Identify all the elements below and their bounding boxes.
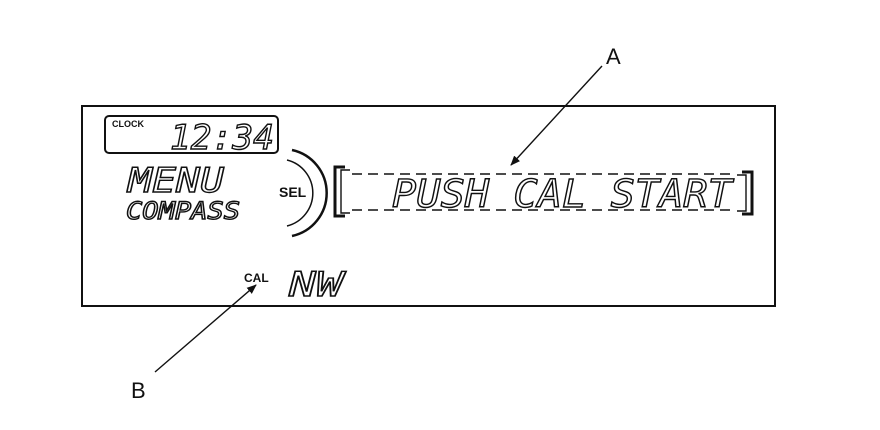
menu-text: MENU	[127, 161, 225, 201]
left-bracket-inner	[340, 169, 350, 214]
clock-time: 12:34	[170, 118, 274, 158]
callout-a-leader	[510, 65, 603, 166]
right-bracket	[742, 170, 754, 216]
display-panel	[81, 105, 776, 307]
clock-box	[104, 115, 279, 154]
callout-a-label: A	[606, 44, 621, 69]
sel-button[interactable]: SEL	[279, 148, 328, 238]
sel-label: SEL	[279, 184, 307, 200]
sel-arc-inner	[286, 159, 314, 227]
message-text: PUSH CAL START	[392, 172, 734, 216]
compass-heading: NW	[288, 265, 347, 305]
sel-arc-outer	[291, 148, 328, 238]
callout-b-label: B	[131, 378, 146, 403]
message-field	[333, 165, 754, 218]
cal-label: CAL	[244, 271, 269, 285]
compass-text: COMPASS	[126, 197, 240, 225]
right-bracket-inner	[737, 174, 747, 212]
left-bracket	[333, 165, 345, 218]
clock-label: CLOCK	[112, 119, 144, 129]
callout-b-leader	[154, 284, 257, 373]
